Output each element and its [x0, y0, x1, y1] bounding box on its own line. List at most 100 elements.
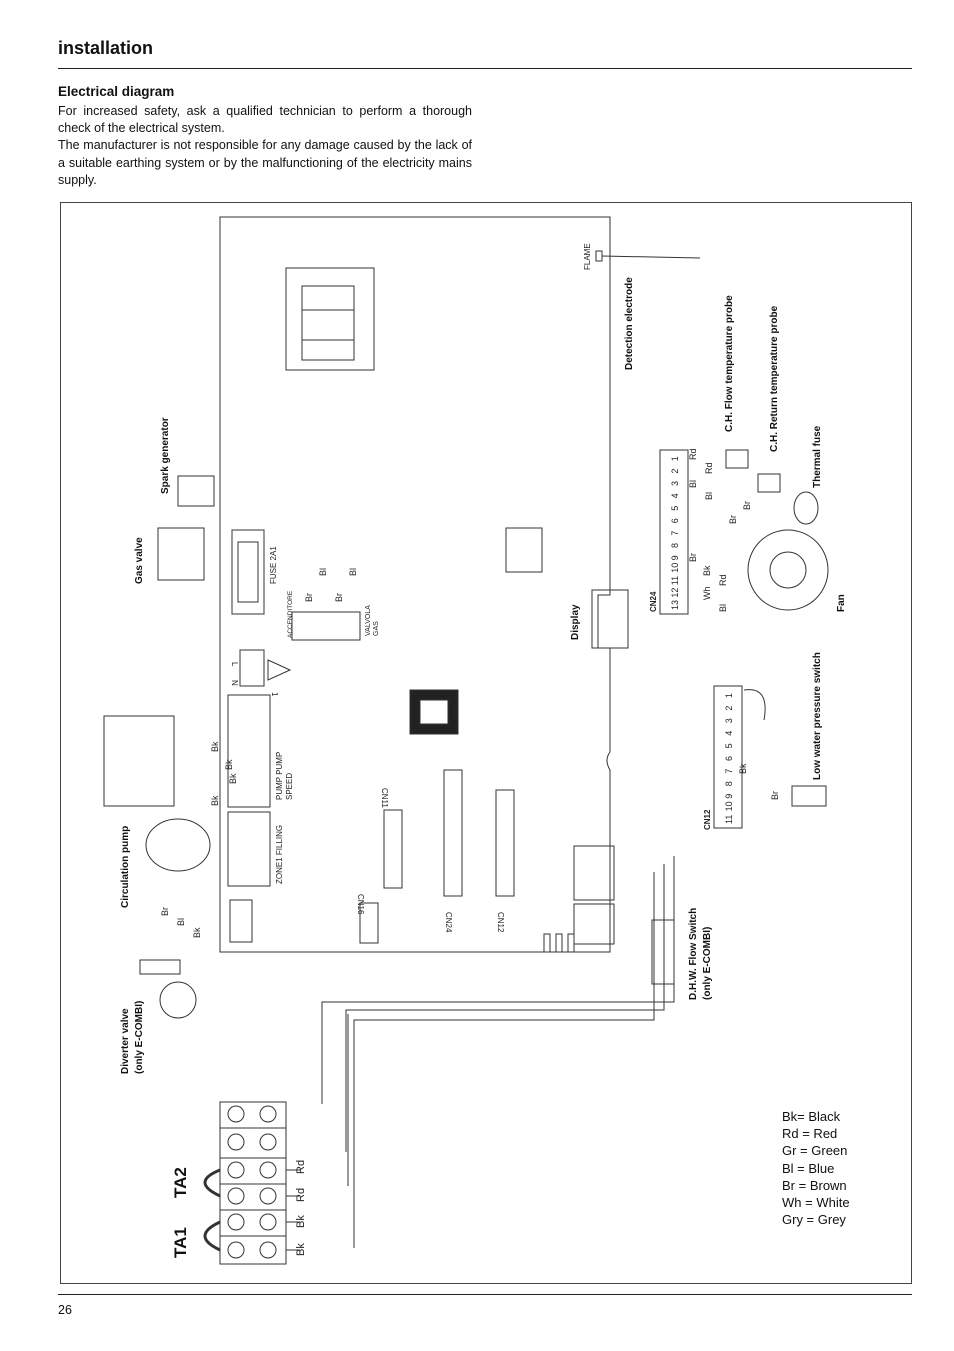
label-flame: FLAME — [583, 243, 592, 270]
connector-pin-number: 7 — [670, 531, 680, 536]
terminal-block — [219, 1101, 287, 1265]
label-dhw-flow-switch: D.H.W. Flow Switch — [688, 908, 699, 1000]
wire-label-rd-ta2-2: Rd — [295, 1188, 307, 1202]
label-n: N — [230, 680, 239, 686]
wire-label-bk-pump-4: Bk — [210, 795, 220, 806]
label-fan: Fan — [836, 594, 847, 612]
page-number: 26 — [58, 1303, 72, 1317]
wire-label-bk-ta1-2: Bk — [295, 1243, 307, 1256]
connector-pin-number: 8 — [724, 781, 734, 786]
connector-pin-number: 9 — [724, 794, 734, 799]
label-valvola-gas: GAS — [373, 621, 380, 636]
wire-label-rd-1: Rd — [688, 448, 698, 460]
intro-text: For increased safety, ask a qualified te… — [58, 103, 472, 189]
connector-pin-number: 12 — [670, 588, 680, 598]
thermal-fuse-icon — [793, 491, 819, 525]
legend-item: Bk= Black — [782, 1109, 841, 1124]
section-title: installation — [58, 38, 154, 58]
label-accenditore: ACCENDITORE — [287, 590, 294, 638]
wire-label-rd-fan: Rd — [718, 574, 728, 586]
wire-label-bl-3: Bl — [688, 480, 698, 488]
connector-pin-number: 8 — [670, 543, 680, 548]
flow-probe-icon — [725, 449, 749, 469]
wire-label-bl: Bl — [318, 568, 328, 576]
connector-pin-number: 6 — [670, 518, 680, 523]
connector-pin-number: 4 — [724, 731, 734, 736]
label-cn16: CN16 — [356, 894, 365, 915]
wire-label-bk-pump-3: Bk — [228, 773, 238, 784]
label-pump-speed-2: SPEED — [285, 773, 294, 800]
label-dhw-flow-switch-note: (only E-COMBI) — [702, 927, 713, 1000]
connector-pin-number: 13 — [670, 600, 680, 610]
board-chip — [505, 527, 543, 573]
control-board — [219, 216, 611, 953]
connector-pin-number: 11 — [670, 576, 680, 585]
label-diverter-valve-note: (only E-COMBI) — [134, 1001, 145, 1074]
warning-icon — [267, 659, 292, 681]
wire-label-br-4: Br — [728, 515, 738, 524]
label-board-cn24: CN24 — [444, 912, 453, 933]
legend-item: Wh = White — [782, 1195, 850, 1211]
intro-paragraph-1: For increased safety, ask a qualified te… — [58, 104, 472, 136]
zone-connector — [227, 811, 271, 887]
spark-generator-icon — [177, 475, 215, 507]
wire-label-br-2: Br — [334, 593, 344, 602]
wire-label-br: Br — [304, 593, 314, 602]
connector-pin-number: 4 — [670, 493, 680, 498]
cn11-connector — [383, 809, 403, 889]
label-low-water-switch: Low water pressure switch — [812, 652, 823, 780]
wire-label-wh-fan: Wh — [702, 587, 712, 601]
label-l: L — [230, 662, 239, 667]
label-cn12: CN12 — [703, 809, 712, 830]
label-diverter-valve: Diverter valve — [120, 1008, 131, 1074]
connector-pin-number: 1 — [724, 693, 734, 698]
low-water-switch-icon — [791, 785, 827, 807]
diverter-valve-icon — [139, 959, 181, 975]
wire-label-br-diverter: Br — [160, 907, 170, 916]
label-board-cn12: CN12 — [496, 912, 505, 933]
connector-pin-number: 7 — [724, 769, 734, 774]
wire-label-br-3: Br — [742, 501, 752, 510]
label-cn11: CN11 — [380, 788, 389, 808]
main-connector — [409, 689, 459, 735]
wire-label-br-lws: Br — [770, 791, 780, 800]
cn12-connector — [713, 685, 743, 829]
legend-item: Br = Brown — [782, 1177, 847, 1193]
connector-pin-number: 5 — [670, 506, 680, 511]
connector-pin-number: 1 — [670, 456, 680, 461]
board-cn24-connector — [443, 769, 463, 897]
cn16-connector — [359, 902, 379, 944]
label-spark-generator: Spark generator — [160, 417, 171, 494]
gas-valve-icon — [157, 527, 205, 581]
connector-pin-number: 6 — [724, 756, 734, 761]
wire-label-br-5: Br — [688, 553, 698, 562]
wire-colour-legend: Bk= Black Rd = Red Gr = Green Bl = Blue … — [782, 1108, 850, 1228]
connector-pin-number: 2 — [724, 706, 734, 711]
label-ta1: TA1 — [171, 1227, 190, 1258]
circulation-pump-icon — [145, 818, 211, 872]
fan-icon — [747, 529, 829, 611]
wire-label-rd-2: Rd — [704, 462, 714, 474]
connector-pin-number: 5 — [724, 743, 734, 748]
wire-label-bl-4: Bl — [704, 492, 714, 500]
label-zone-filling: ZONE1 FILLING — [275, 825, 284, 884]
wire-label-bk-pump-1: Bk — [210, 741, 220, 752]
legend-item: Rd = Red — [782, 1126, 838, 1142]
connector-pin-number: 10 — [724, 801, 734, 811]
label-ta2: TA2 — [171, 1167, 190, 1198]
label-flow-probe: C.H. Flow temperature probe — [724, 295, 735, 432]
pump-connector — [227, 694, 271, 808]
label-circulation-pump: Circulation pump — [120, 826, 131, 908]
wire-label-bk-diverter: Bk — [192, 927, 202, 938]
connector-pin-number: 3 — [670, 481, 680, 486]
wire-label-bl-2: Bl — [348, 568, 358, 576]
legend-item: Gr = Green — [782, 1143, 848, 1159]
connector-pin-number: 3 — [724, 718, 734, 723]
label-valvola: VALVOLA — [365, 605, 372, 636]
dhw-flow-switch-icon — [651, 919, 675, 985]
wire-label-bk-fan: Bk — [702, 565, 712, 576]
wire-label-bl-fan: Bl — [718, 604, 728, 612]
label-detection-electrode: Detection electrode — [624, 277, 635, 370]
legend-item: Bl = Blue — [782, 1160, 835, 1176]
connector-pin-number: 2 — [670, 469, 680, 474]
